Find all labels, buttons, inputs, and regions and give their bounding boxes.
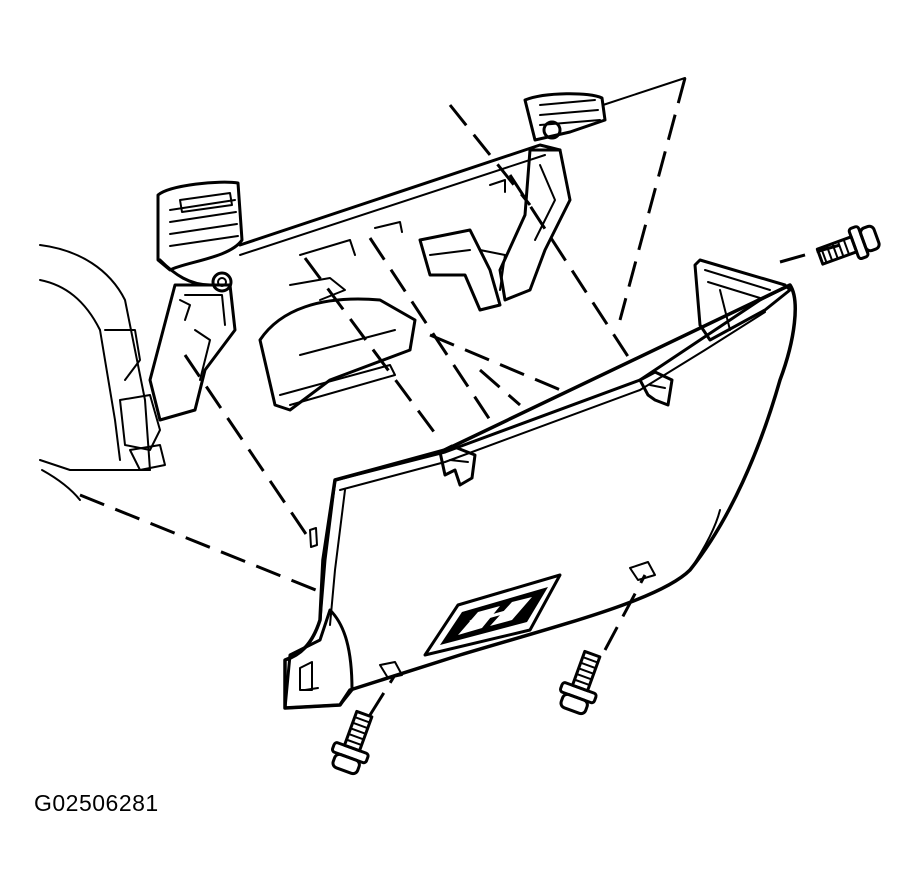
knee-bolster-panel bbox=[283, 258, 797, 710]
instrument-panel-structure bbox=[39, 77, 686, 501]
bolt-alignment-lines bbox=[368, 574, 647, 716]
bolt-bottom-center-icon bbox=[559, 649, 602, 716]
bolt-bottom-left-icon bbox=[331, 709, 374, 776]
emblem-icon bbox=[423, 573, 562, 657]
bolt-top-right-icon bbox=[815, 224, 881, 266]
figure-code: G02506281 bbox=[34, 790, 159, 816]
